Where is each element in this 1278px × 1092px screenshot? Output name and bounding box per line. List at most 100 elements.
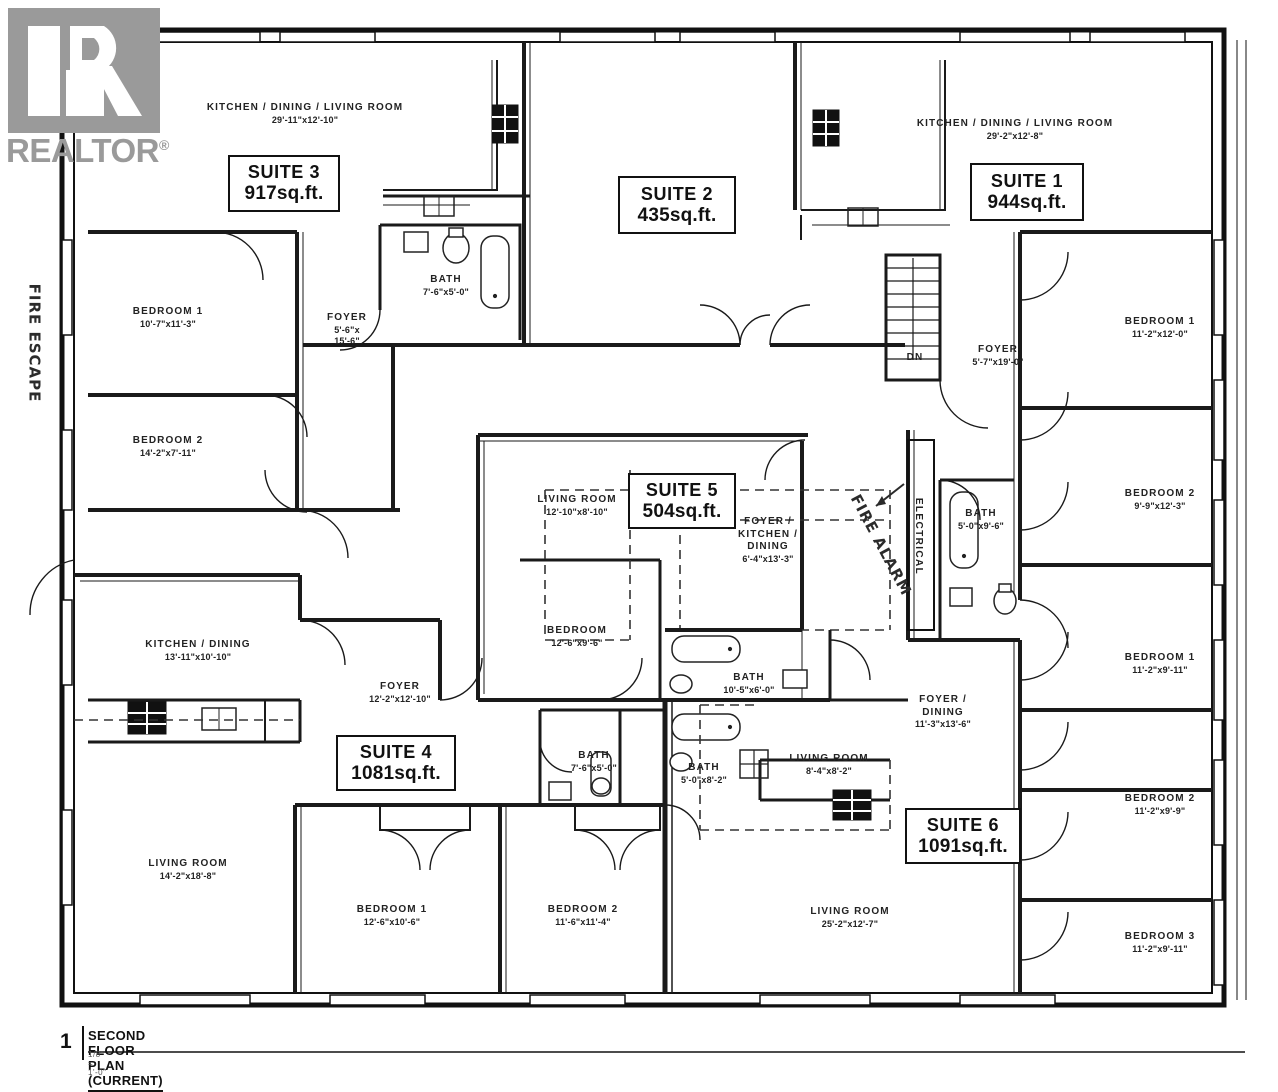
suite-area: 917sq.ft. xyxy=(244,183,324,204)
windows-left xyxy=(61,239,73,906)
room-label-suite4-kitchen: KITCHEN / DINING 13'-11"x10'-10" xyxy=(118,639,278,663)
windows-top xyxy=(149,31,1186,43)
room-name: BEDROOM 3 xyxy=(1124,931,1196,942)
room-label-suite6-bedroom2: BEDROOM 2 11'-2"x9'-9" xyxy=(1090,793,1230,817)
room-dimension: 11'-2"x12'-0" xyxy=(1132,328,1188,339)
room-dimension: 5'-6"x xyxy=(334,324,360,335)
suite-name: SUITE 6 xyxy=(926,814,1000,835)
room-label-suite5-foyer: FOYER / KITCHEN / DINING 6'-4"x13'-3" xyxy=(726,516,810,565)
room-dimension: 14'-2"x7'-11" xyxy=(140,447,196,458)
room-name: BEDROOM 2 xyxy=(1124,793,1196,804)
suite6-dashed-layout xyxy=(699,704,891,831)
room-dimension: 7'-6"x5'-0" xyxy=(570,762,618,773)
room-name-3: DINING xyxy=(747,541,789,552)
room-label-suite5-bedroom: BEDROOM 12'-6"x9'-6" xyxy=(512,625,642,649)
suite-4-label[interactable]: SUITE 4 1081sq.ft. xyxy=(336,735,456,791)
room-name: LIVING ROOM xyxy=(810,906,890,917)
stairs-down-text: DN xyxy=(906,352,924,363)
room-dimension: 11'-2"x9'-9" xyxy=(1134,805,1186,816)
suite-6-label[interactable]: SUITE 6 1091sq.ft. xyxy=(905,808,1021,864)
room-dimension: 11'-2"x9'-11" xyxy=(1132,943,1188,954)
suite-name: SUITE 5 xyxy=(645,479,719,500)
suite-2-label[interactable]: SUITE 2 435sq.ft. xyxy=(618,176,736,234)
door-swings xyxy=(29,231,1069,961)
room-name: BEDROOM 1 xyxy=(356,904,428,915)
sink-suite3 xyxy=(423,195,455,217)
room-name: KITCHEN / DINING xyxy=(145,639,251,650)
appliance-stove-suite4 xyxy=(127,701,167,735)
electrical-text: ELECTRICAL xyxy=(913,497,925,575)
suite-area: 1091sq.ft. xyxy=(918,835,1008,857)
room-dimension: 10'-5"x6'-0" xyxy=(723,684,775,695)
bath-fixtures-suite3 xyxy=(403,227,510,309)
room-label-suite5-living: LIVING ROOM 12'-10"x8'-10" xyxy=(512,494,642,518)
room-dimension: 11'-2"x9'-11" xyxy=(1132,664,1188,675)
bath-fixtures-suite1 xyxy=(949,491,1017,615)
plan-number: 1 xyxy=(60,1030,72,1053)
room-name: BATH xyxy=(965,508,997,519)
suite-name: SUITE 1 xyxy=(990,170,1064,191)
room-label-suite3-bath: BATH 7'-6"x5'-0" xyxy=(398,274,494,298)
suite-name: SUITE 4 xyxy=(359,741,433,762)
suite-area: 504sq.ft. xyxy=(642,500,722,522)
room-name: BATH xyxy=(430,274,462,285)
walls-center-baths xyxy=(538,628,832,807)
suite-name: SUITE 3 xyxy=(247,162,321,182)
room-label-suite4-bedroom1: BEDROOM 1 12'-6"x10'-6" xyxy=(322,904,462,928)
room-dimension: 25'-2"x12'-7" xyxy=(821,918,879,929)
room-name: BEDROOM xyxy=(547,625,607,636)
room-dimension: 6'-4"x13'-3" xyxy=(742,553,794,564)
room-dimension: 7'-6"x5'-0" xyxy=(422,286,470,297)
fire-escape-annotation: FIRE ESCAPE xyxy=(14,258,54,428)
appliance-stove-suite6 xyxy=(832,789,872,821)
room-name: LIVING ROOM xyxy=(789,753,869,764)
room-label-suite6-living-small: LIVING ROOM 8'-4"x8'-2" xyxy=(768,753,890,777)
room-dimension: 5'-7"x19'-0" xyxy=(972,356,1024,367)
room-label-center-bath: BATH 10'-5"x6'-0" xyxy=(700,672,798,696)
room-name: BEDROOM 2 xyxy=(132,435,204,446)
sink-suite4 xyxy=(201,707,237,731)
room-dimension: 12'-6"x9'-6" xyxy=(551,637,603,648)
room-dimension: 13'-11"x10'-10" xyxy=(164,651,232,662)
room-label-suite6-bedroom1: BEDROOM 1 11'-2"x9'-11" xyxy=(1090,652,1230,676)
walls-suite5 xyxy=(476,433,808,702)
room-name: LIVING ROOM xyxy=(148,858,228,869)
room-name: KITCHEN / DINING / LIVING ROOM xyxy=(916,118,1114,129)
room-name: BEDROOM 1 xyxy=(1124,316,1196,327)
fire-escape-text: FIRE ESCAPE xyxy=(25,283,44,403)
suite-area: 944sq.ft. xyxy=(987,191,1067,213)
room-label-suite3-bedroom2: BEDROOM 2 14'-2"x7'-11" xyxy=(98,435,238,459)
bath-fixtures-center xyxy=(548,635,808,801)
suite6-appliance-detail xyxy=(739,749,769,779)
suite-area: 1081sq.ft. xyxy=(351,762,441,784)
fire-alarm-arrow-icon xyxy=(875,483,905,507)
room-name: FOYER xyxy=(327,312,367,323)
room-dimension: 12'-2"x12'-10" xyxy=(369,693,431,704)
room-name: KITCHEN / DINING / LIVING ROOM xyxy=(206,102,404,113)
walls-suite2 xyxy=(530,314,905,347)
room-dimension: 9'-9"x12'-3" xyxy=(1134,500,1186,511)
room-dimension: 29'-11"x12'-10" xyxy=(271,114,339,125)
room-dimension: 5'-0"x8'-2" xyxy=(680,774,728,785)
room-dimension: 10'-7"x11'-3" xyxy=(140,318,196,329)
suite-5-label[interactable]: SUITE 5 504sq.ft. xyxy=(628,473,736,529)
room-label-suite4-bath: BATH 7'-6"x5'-0" xyxy=(556,750,632,774)
windows-bottom xyxy=(139,994,1056,1006)
walls-suite1 xyxy=(793,42,1212,642)
room-label-suite6-bedroom3: BEDROOM 3 11'-2"x9'-11" xyxy=(1090,931,1230,955)
room-dimension: 8'-4"x8'-2" xyxy=(805,765,853,776)
room-dimension: 29'-2"x12'-8" xyxy=(986,130,1044,141)
electrical-chase xyxy=(907,439,935,631)
room-name: BEDROOM 1 xyxy=(132,306,204,317)
suite-3-label[interactable]: SUITE 3 917sq.ft. xyxy=(228,155,340,212)
room-label-suite3-foyer: FOYER 5'-6"x 15'-6" xyxy=(305,312,389,347)
room-label-suite1-bedroom2: BEDROOM 2 9'-9"x12'-3" xyxy=(1090,488,1230,512)
room-name: BATH xyxy=(578,750,610,761)
suite-1-label[interactable]: SUITE 1 944sq.ft. xyxy=(970,163,1084,221)
room-name: FOYER / xyxy=(744,516,792,527)
room-name-2: DINING xyxy=(922,706,964,718)
plan-scale: 1/8" = 1'-0" xyxy=(88,1050,107,1077)
room-label-suite6-foyer: FOYER / DINING 11'-3"x13'-6" xyxy=(888,694,998,730)
stairs-down-label: DN xyxy=(898,352,932,365)
room-label-suite1-kitchen: KITCHEN / DINING / LIVING ROOM 29'-2"x12… xyxy=(895,118,1135,142)
